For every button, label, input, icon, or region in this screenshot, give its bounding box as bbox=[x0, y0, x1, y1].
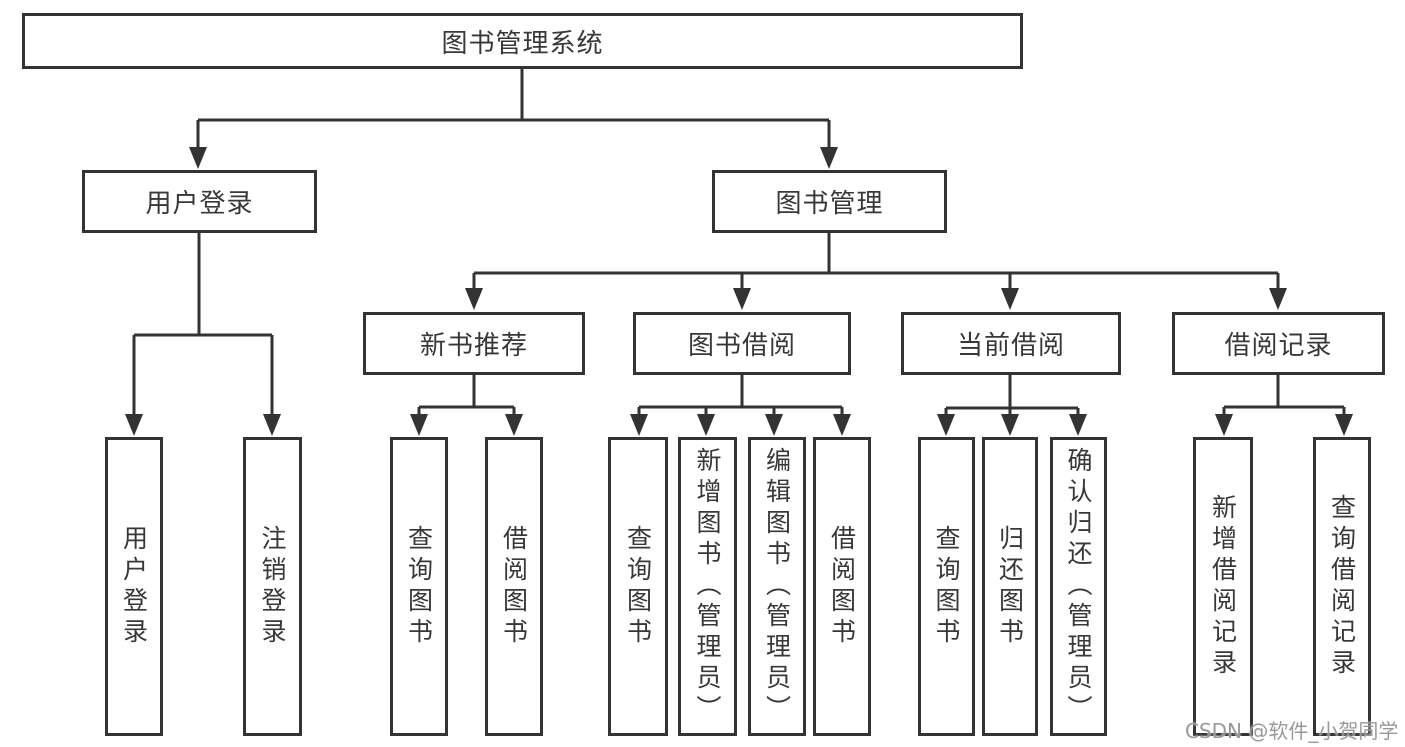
arrowhead-down-icon bbox=[833, 414, 851, 436]
arrowhead-down-icon bbox=[733, 288, 751, 310]
arrowhead-down-icon bbox=[630, 414, 648, 436]
leaf-logout: 注销登录 bbox=[243, 437, 302, 736]
node-book-management: 图书管理 bbox=[712, 170, 947, 233]
leaf-borrowing-query-books: 查询图书 bbox=[608, 437, 668, 736]
connector-user-login-children bbox=[125, 233, 281, 436]
connector-new-book-recommend-children bbox=[410, 375, 523, 436]
arrowhead-down-icon bbox=[125, 414, 143, 436]
node-root: 图书管理系统 bbox=[22, 13, 1023, 69]
arrowhead-down-icon bbox=[1069, 414, 1087, 436]
connector-borrowing-records-children bbox=[1215, 375, 1353, 436]
arrowhead-down-icon bbox=[765, 414, 783, 436]
node-book-borrowing: 图书借阅 bbox=[633, 312, 851, 375]
connector-root-to-level1 bbox=[189, 68, 838, 169]
leaf-borrowing-borrow-books: 借阅图书 bbox=[813, 437, 871, 736]
arrowhead-down-icon bbox=[189, 147, 207, 169]
arrowhead-down-icon bbox=[1269, 288, 1287, 310]
arrowhead-down-icon bbox=[1335, 414, 1353, 436]
node-current-borrowing: 当前借阅 bbox=[901, 312, 1121, 375]
connector-book-borrowing-children bbox=[630, 375, 851, 436]
arrowhead-down-icon bbox=[697, 414, 715, 436]
connector-current-borrowing-children bbox=[937, 375, 1087, 436]
node-new-book-recommend: 新书推荐 bbox=[363, 312, 585, 375]
leaf-borrowing-add-books-admin: 新增图书（管理员） bbox=[678, 437, 737, 736]
arrowhead-down-icon bbox=[1215, 414, 1233, 436]
arrowhead-down-icon bbox=[465, 288, 483, 310]
leaf-recommend-query-books: 查询图书 bbox=[390, 437, 448, 736]
watermark: CSDN @软件_小贺同学 bbox=[1185, 719, 1399, 743]
leaf-records-add-record: 新增借阅记录 bbox=[1193, 437, 1253, 736]
leaf-records-query-record: 查询借阅记录 bbox=[1313, 437, 1371, 736]
leaf-current-confirm-return-admin: 确认归还（管理员） bbox=[1050, 437, 1107, 736]
leaf-user-login: 用户登录 bbox=[105, 437, 163, 736]
leaf-current-return-books: 归还图书 bbox=[982, 437, 1038, 736]
leaf-current-query-books: 查询图书 bbox=[918, 437, 975, 736]
node-borrowing-records: 借阅记录 bbox=[1172, 312, 1385, 375]
arrowhead-down-icon bbox=[505, 414, 523, 436]
arrowhead-down-icon bbox=[820, 147, 838, 169]
arrowhead-down-icon bbox=[937, 414, 955, 436]
leaf-recommend-borrow-books: 借阅图书 bbox=[485, 437, 543, 736]
arrowhead-down-icon bbox=[1001, 288, 1019, 310]
arrowhead-down-icon bbox=[263, 414, 281, 436]
arrowhead-down-icon bbox=[1001, 414, 1019, 436]
arrowhead-down-icon bbox=[410, 414, 428, 436]
connector-book-management-children bbox=[465, 233, 1287, 310]
leaf-borrowing-edit-books-admin: 编辑图书（管理员） bbox=[748, 437, 806, 736]
node-user-login: 用户登录 bbox=[82, 170, 317, 233]
